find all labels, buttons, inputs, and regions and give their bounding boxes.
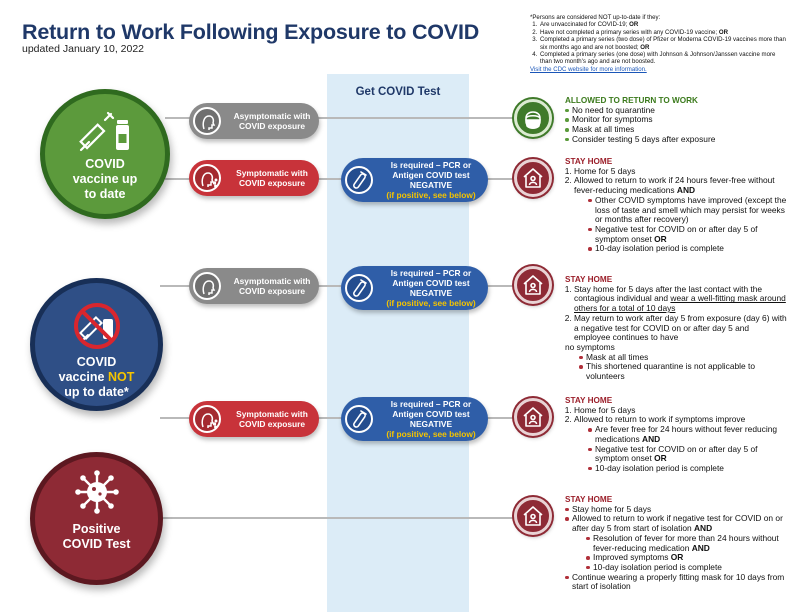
vaccine-up-to-date-circle: COVID vaccine up to date <box>40 89 170 219</box>
covid-test-required-pill: Is required – PCR or Antigen COVID test … <box>341 266 488 310</box>
covid-test-required-pill: Is required – PCR or Antigen COVID test … <box>341 397 488 441</box>
stay-home-result <box>514 398 552 436</box>
list-item: Stay home for 5 days <box>565 504 787 515</box>
positive-covid-test-circle: Positive COVID Test <box>30 452 163 585</box>
virus-icon <box>74 470 119 514</box>
symptomatic-exposure-pill: Symptomatic with COVID exposure <box>189 401 319 437</box>
symptomatic-exposure-pill: Symptomatic with COVID exposure <box>189 160 319 196</box>
test-tube-icon <box>353 171 367 189</box>
list-item: 10-day isolation period is complete <box>586 562 787 573</box>
notes-intro: *Persons are considered NOT up-to-date i… <box>530 14 661 21</box>
list-item: Home for 5 days <box>574 166 787 177</box>
outcome-stay-home-symptomatic: STAY HOME Home for 5 days Allowed to ret… <box>565 157 787 254</box>
outcome-return-to-work: ALLOWED TO RETURN TO WORK No need to qua… <box>565 96 787 145</box>
person-head-icon <box>202 115 216 130</box>
list-item: Continue wearing a properly fitting mask… <box>565 572 787 592</box>
list-item: This shortened quarantine is not applica… <box>579 361 787 381</box>
notes-item: Completed a primary series (one dose) wi… <box>539 51 788 66</box>
list-item: Improved symptoms OR <box>586 552 787 563</box>
not-up-to-date-notes: *Persons are considered NOT up-to-date i… <box>530 14 788 73</box>
asymptomatic-exposure-pill: Asymptomatic with COVID exposure <box>189 103 319 139</box>
notes-item: Are unvaccinated for COVID-19; OR <box>539 21 788 28</box>
updated-date: updated January 10, 2022 <box>22 43 145 55</box>
list-item: Monitor for symptoms <box>565 115 787 125</box>
list-item: Other COVID symptoms have improved (exce… <box>588 195 787 225</box>
outcome-heading: STAY HOME <box>565 396 613 405</box>
test-band <box>327 74 469 612</box>
list-item: Negative test for COVID on or after day … <box>588 224 787 244</box>
outcome-heading: ALLOWED TO RETURN TO WORK <box>565 96 698 105</box>
list-item: Consider testing 5 days after exposure <box>565 134 787 145</box>
list-item: Mask at all times <box>579 352 787 363</box>
test-band-title: Get COVID Test <box>355 86 441 98</box>
no-vaccine-icon <box>73 303 120 349</box>
page-title: Return to Work Following Exposure to COV… <box>22 20 480 44</box>
outcome-heading: STAY HOME <box>565 275 613 284</box>
list-item: 10-day isolation period is complete <box>588 244 787 254</box>
masked-person-result <box>514 99 552 137</box>
vaccine-not-up-to-date-circle: COVID vaccine NOT up to date* <box>30 278 163 411</box>
masked-face-icon <box>525 111 541 129</box>
house-icon <box>523 168 543 188</box>
list-item: Negative test for COVID on or after day … <box>588 444 787 464</box>
no-symptoms-text: no symptoms <box>565 341 615 352</box>
person-head-icon <box>202 280 216 295</box>
list-item: Allowed to return to work if symptoms im… <box>574 415 787 473</box>
list-item: Allowed to return to work if 24 hours fe… <box>574 176 787 254</box>
outcome-stay-home-asymptomatic: STAY HOME Stay home for 5 days after the… <box>565 275 787 382</box>
house-icon <box>523 407 543 427</box>
outcome-stay-home-symptomatic-not-up-to-date: STAY HOME Home for 5 days Allowed to ret… <box>565 396 787 474</box>
list-item: 10-day isolation period is complete <box>588 463 787 474</box>
outcome-heading: STAY HOME <box>565 157 613 166</box>
notes-item: Completed a primary series (two dose) of… <box>539 36 788 51</box>
list-item: No need to quarantine <box>565 105 787 116</box>
asymptomatic-exposure-pill: Asymptomatic with COVID exposure <box>189 268 319 304</box>
list-item: May return to work after day 5 from expo… <box>574 313 787 343</box>
sick-person-icon <box>201 413 218 429</box>
list-item: Home for 5 days <box>574 405 787 416</box>
sick-person-icon <box>201 172 218 188</box>
list-item: Are fever free for 24 hours without feve… <box>588 424 787 444</box>
notes-list: Are unvaccinated for COVID-19; OR Have n… <box>539 21 788 65</box>
connector-line <box>165 117 525 119</box>
list-item: Resolution of fever for more than 24 hou… <box>586 533 787 553</box>
stay-home-result <box>514 266 552 304</box>
stay-home-result <box>514 497 552 535</box>
list-item: Mask at all times <box>565 124 787 135</box>
list-item: Stay home for 5 days after the last cont… <box>574 284 787 314</box>
covid-test-required-pill: Is required – PCR or Antigen COVID test … <box>341 158 488 202</box>
stay-home-result <box>514 159 552 197</box>
test-tube-icon <box>353 279 367 297</box>
house-icon <box>523 506 543 526</box>
cdc-link[interactable]: Visit the CDC website for more informati… <box>530 65 647 73</box>
syringe-vial-icon <box>79 111 129 152</box>
notes-item: Have not completed a primary series with… <box>539 29 788 36</box>
list-item: Allowed to return to work if negative te… <box>565 514 787 572</box>
outcome-stay-home-positive: STAY HOME Stay home for 5 days Allowed t… <box>565 495 787 592</box>
outcome-heading: STAY HOME <box>565 495 613 504</box>
test-tube-icon <box>353 410 367 428</box>
house-icon <box>523 275 543 295</box>
connector-line <box>160 517 525 519</box>
